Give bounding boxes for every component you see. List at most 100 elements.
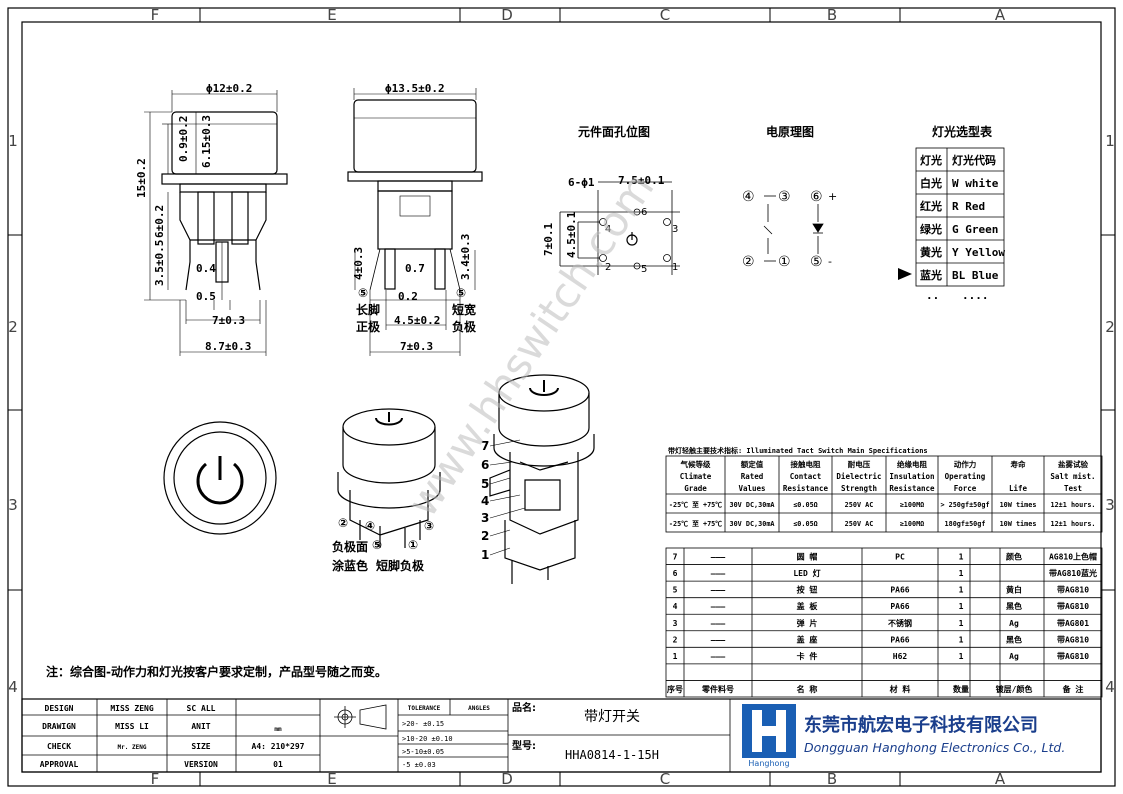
bom-cell: 5 [673, 586, 678, 595]
bom-header: 零件料号 [701, 684, 734, 694]
bom-cell: 黄白 [1006, 585, 1022, 595]
spec-header: 绝缘电阻 [897, 459, 927, 469]
dim-side-34: 3.4±0.3 [459, 234, 472, 280]
part-number: 2 [481, 529, 489, 543]
pcb-dim-45: 4.5±0.1 [565, 211, 578, 258]
iso-caption: 短脚负极 [376, 558, 425, 573]
pcb-pin: 5 [641, 264, 647, 275]
light-header: 灯光代码 [952, 153, 996, 167]
circuit-node: ② [742, 254, 755, 270]
row-label: 4 [8, 678, 18, 696]
light-cell: 绿光 [920, 222, 942, 236]
tb-tol: >5-10±0.05 [402, 748, 444, 756]
pcb-holes: 6-ϕ1 [568, 176, 595, 189]
bom-cell: 卡 件 [797, 651, 818, 661]
light-table-title: 灯光选型表 [932, 124, 993, 139]
row-label: 4 [1105, 678, 1115, 696]
light-cell: Y Yellow [952, 246, 1005, 259]
tb-model-value: HHA0814-1-15H [565, 748, 659, 762]
dim-front-width: ϕ12±0.2 [206, 82, 252, 95]
iso-pin: ⑤ [372, 538, 382, 552]
dim-pin-h: 3.5±0.5 [153, 240, 166, 286]
bom-cell: PC [895, 553, 905, 562]
tb-tol: >20- ±0.15 [402, 720, 444, 728]
side-view [347, 88, 483, 356]
bom-cell: ——— [711, 602, 726, 611]
side-label-left-1: 长脚 [356, 302, 380, 317]
bom-cell: Ag [1009, 652, 1019, 661]
spec-header: Resistance [889, 484, 935, 493]
bom-cell: PA66 [890, 586, 909, 595]
spec-cell: 30V DC,30mA [729, 501, 774, 509]
col-label: B [827, 6, 837, 24]
row-label: 3 [8, 496, 18, 514]
light-cell: 白光 [920, 176, 942, 190]
iso-caption: 涂蓝色 [332, 558, 368, 573]
circuit-title: 电原理图 [766, 124, 814, 139]
bom-cell: 带AG810蓝光 [1049, 568, 1097, 578]
pcb-pin: 3 [672, 224, 678, 235]
bom-cell: 带AG810 [1057, 585, 1089, 595]
bom-cell: 6 [673, 569, 678, 578]
spec-cell: 10W times [1000, 501, 1037, 509]
circuit-node: ⑤ [810, 254, 823, 270]
pcb-dim-7: 7±0.1 [542, 223, 555, 256]
col-label: D [501, 770, 513, 788]
logo-text: Hanghong [748, 759, 789, 768]
spec-header: Test [1064, 484, 1082, 493]
light-cell: 蓝光 [920, 268, 942, 282]
spec-header: Grade [684, 484, 707, 493]
col-label: D [501, 6, 513, 24]
part-number: 1 [481, 548, 489, 562]
part-number: 3 [481, 511, 489, 525]
dim-side-4: 4±0.3 [352, 247, 365, 280]
bom-cell: 1 [673, 652, 678, 661]
bom-cell: ——— [711, 586, 726, 595]
bom-cell: Ag [1009, 619, 1019, 628]
circuit-node: ③ [778, 189, 791, 205]
svg-text:-: - [828, 255, 832, 268]
pcb-pin: 1 [672, 262, 678, 273]
light-cell: W white [952, 177, 999, 190]
front-dims: ϕ12±0.2 0.9±0.2 6.15±0.3 15±0.2 6±0.2 3.… [135, 82, 252, 353]
bom-cell: 按 钮 [797, 585, 818, 595]
bom-cell: 1 [959, 602, 964, 611]
spec-header: Strength [841, 484, 877, 493]
tb-cell: ANIT [191, 722, 210, 731]
spec-header: Contact [790, 472, 822, 481]
bom-cell: 1 [959, 569, 964, 578]
front-view [144, 90, 288, 356]
spec-header: 耐电压 [848, 459, 871, 469]
part-number: 4 [481, 494, 489, 508]
row-label: 2 [1105, 318, 1115, 336]
spec-header: 寿命 [1011, 459, 1027, 469]
spec-title: 带灯轻触主要技术指标: Illuminated Tact Switch Main… [668, 446, 928, 455]
light-cell: .. [926, 289, 939, 302]
bom-cell: 圆 帽 [797, 552, 818, 562]
iso-small [337, 408, 441, 548]
bom-cell: 盖 板 [797, 601, 819, 611]
tb-cell: VERSION [184, 760, 218, 769]
spec-cell: 10W times [1000, 520, 1037, 528]
bom-cell: 带AG810 [1057, 634, 1089, 644]
title-block: DESIGN MISS ZENG SC ALL DRAWIGN MISS LI … [21, 698, 1102, 773]
light-table: 灯光选型表 灯光 灯光代码 白光 W white 红光 R Red 绿光 G G… [898, 124, 1005, 302]
pcb-pin: 6 [641, 207, 647, 218]
tb-cell: 01 [273, 760, 283, 769]
bom-header: 备 注 [1062, 684, 1084, 694]
spec-cell: ≥100MΩ [900, 501, 925, 509]
bom-header: 序号 [667, 684, 683, 694]
bom-cell: AG810上色帽 [1049, 552, 1097, 562]
spec-header: Dielectric [836, 472, 881, 481]
bom-cell: ——— [711, 619, 726, 628]
row-label: 2 [8, 318, 18, 336]
tb-name-label: 品名: [512, 701, 536, 714]
pcb-title: 元件面孔位图 [578, 124, 650, 139]
bom-cell: 1 [959, 586, 964, 595]
bom-cell: ——— [711, 569, 726, 578]
iso-pin: ① [408, 538, 418, 552]
light-cell: R Red [952, 200, 985, 213]
dim-body-h: 6±0.2 [153, 205, 166, 238]
tb-cell: mm [274, 726, 282, 733]
